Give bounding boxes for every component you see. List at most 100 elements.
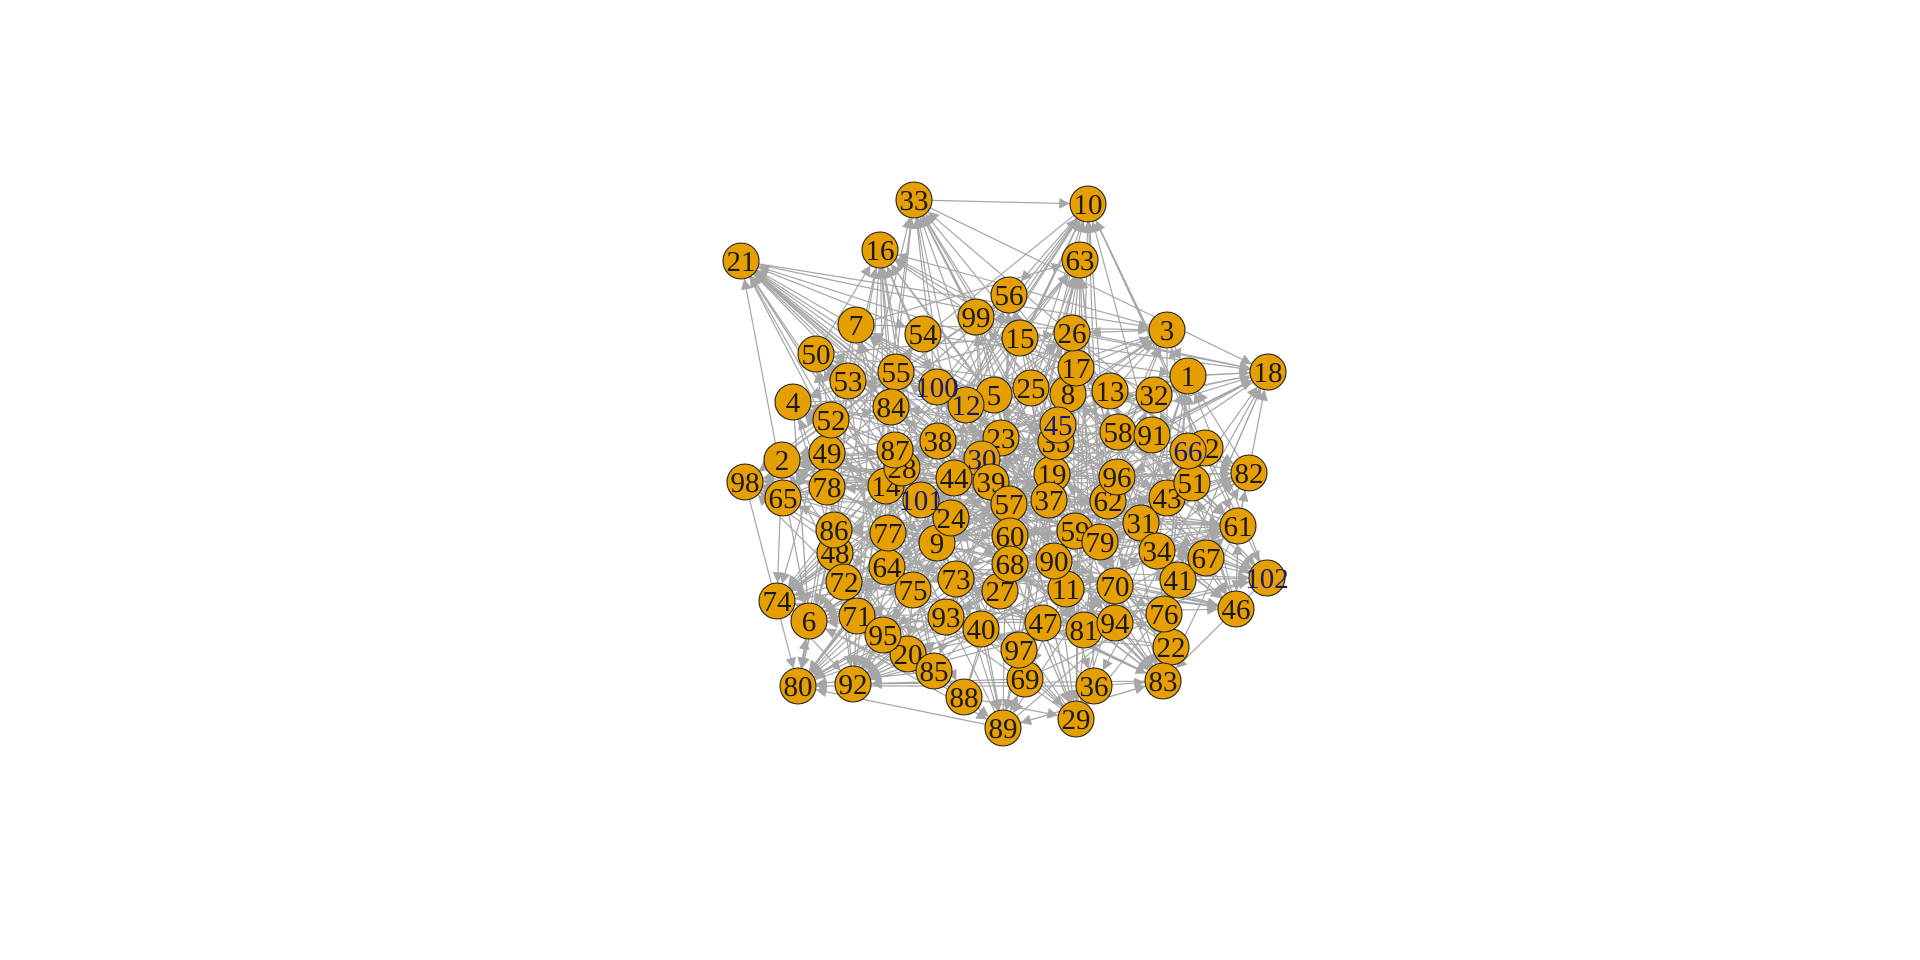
node-circle-21 (722, 242, 760, 280)
node-circle-87 (876, 431, 914, 469)
node-label-93: 93 (932, 602, 961, 634)
node-81: 81 (1065, 611, 1103, 649)
node-label-33: 33 (900, 185, 929, 217)
node-circle-10 (1069, 185, 1107, 223)
node-circle-41 (1159, 561, 1197, 599)
node-label-4: 4 (786, 387, 801, 419)
node-circle-53 (829, 362, 867, 400)
node-label-82: 82 (1235, 458, 1264, 490)
node-95: 95 (864, 616, 902, 654)
node-label-91: 91 (1138, 420, 1167, 452)
node-57: 57 (990, 485, 1028, 523)
node-50: 50 (797, 335, 835, 373)
node-label-56: 56 (995, 280, 1024, 312)
node-label-65: 65 (769, 483, 798, 515)
node-78: 78 (808, 468, 846, 506)
node-2: 2 (763, 441, 801, 479)
node-circle-102 (1248, 559, 1286, 597)
node-label-69: 69 (1011, 664, 1040, 696)
node-24: 24 (932, 499, 970, 537)
edge-33-10 (931, 197, 1071, 209)
node-88: 88 (945, 678, 983, 716)
node-circle-54 (904, 315, 942, 353)
node-label-26: 26 (1058, 318, 1087, 350)
node-67: 67 (1187, 539, 1225, 577)
node-label-6: 6 (802, 606, 817, 638)
node-label-90: 90 (1040, 546, 1069, 578)
node-label-95: 95 (869, 620, 898, 652)
node-circle-94 (1096, 604, 1134, 642)
node-18: 18 (1249, 353, 1287, 391)
node-label-87: 87 (881, 435, 910, 467)
node-label-15: 15 (1006, 323, 1035, 355)
node-circle-61 (1219, 507, 1257, 545)
edge-99-16 (894, 259, 962, 308)
edge-55-54 (901, 348, 914, 361)
node-label-53: 53 (834, 366, 863, 398)
node-circle-13 (1091, 372, 1129, 410)
edge-3-26 (1089, 326, 1150, 338)
node-97: 97 (1000, 631, 1038, 669)
node-29: 29 (1057, 700, 1095, 738)
node-label-92: 92 (839, 669, 868, 701)
node-circle-79 (1081, 523, 1119, 561)
node-label-68: 68 (996, 549, 1025, 581)
node-label-1: 1 (1181, 361, 1196, 393)
node-circle-25 (1012, 369, 1050, 407)
node-label-24: 24 (937, 503, 967, 535)
node-90: 90 (1035, 542, 1073, 580)
node-circle-29 (1057, 700, 1095, 738)
node-label-17: 17 (1062, 353, 1091, 385)
edge-70-21 (754, 272, 1102, 575)
node-label-70: 70 (1101, 571, 1130, 603)
node-40: 40 (962, 610, 1000, 648)
node-label-13: 13 (1096, 376, 1125, 408)
node-circle-32 (1135, 376, 1173, 414)
node-label-98: 98 (731, 467, 760, 499)
node-51: 51 (1173, 464, 1211, 502)
node-circle-56 (990, 276, 1028, 314)
node-55: 55 (877, 353, 915, 391)
node-label-96: 96 (1103, 462, 1132, 494)
node-label-78: 78 (813, 472, 842, 504)
node-label-57: 57 (995, 489, 1024, 521)
node-circle-24 (932, 499, 970, 537)
node-label-61: 61 (1224, 511, 1253, 543)
node-circle-33 (895, 181, 933, 219)
node-circle-78 (808, 468, 846, 506)
node-label-34: 34 (1143, 536, 1173, 568)
node-label-5: 5 (987, 380, 1002, 412)
node-circle-76 (1145, 595, 1183, 633)
node-circle-92 (834, 665, 872, 703)
node-19: 19 (1033, 455, 1071, 493)
edge-21-3 (758, 263, 1150, 331)
node-5: 5 (975, 376, 1013, 414)
node-10: 10 (1069, 185, 1107, 223)
node-79: 79 (1081, 523, 1119, 561)
node-circle-4 (774, 383, 812, 421)
node-label-58: 58 (1104, 417, 1133, 449)
node-label-18: 18 (1254, 357, 1283, 389)
node-80: 80 (779, 667, 817, 705)
node-37: 37 (1030, 481, 1068, 519)
edge-100-89 (939, 404, 1003, 711)
node-circle-44 (935, 459, 973, 497)
node-label-52: 52 (817, 405, 846, 437)
node-circle-37 (1030, 481, 1068, 519)
edge-82-1 (1197, 390, 1240, 459)
node-label-73: 73 (942, 564, 971, 596)
node-circle-46 (1217, 590, 1255, 628)
node-circle-80 (779, 667, 817, 705)
node-76: 76 (1145, 595, 1183, 633)
node-77: 77 (869, 514, 907, 552)
node-circle-36 (1075, 667, 1113, 705)
node-label-21: 21 (727, 246, 756, 278)
node-61: 61 (1219, 507, 1257, 545)
node-83: 83 (1144, 662, 1182, 700)
node-label-76: 76 (1150, 599, 1179, 631)
node-label-46: 46 (1222, 594, 1251, 626)
node-label-45: 45 (1044, 410, 1073, 442)
node-73: 73 (937, 560, 975, 598)
node-circle-38 (919, 422, 957, 460)
node-label-8: 8 (1061, 379, 1076, 411)
